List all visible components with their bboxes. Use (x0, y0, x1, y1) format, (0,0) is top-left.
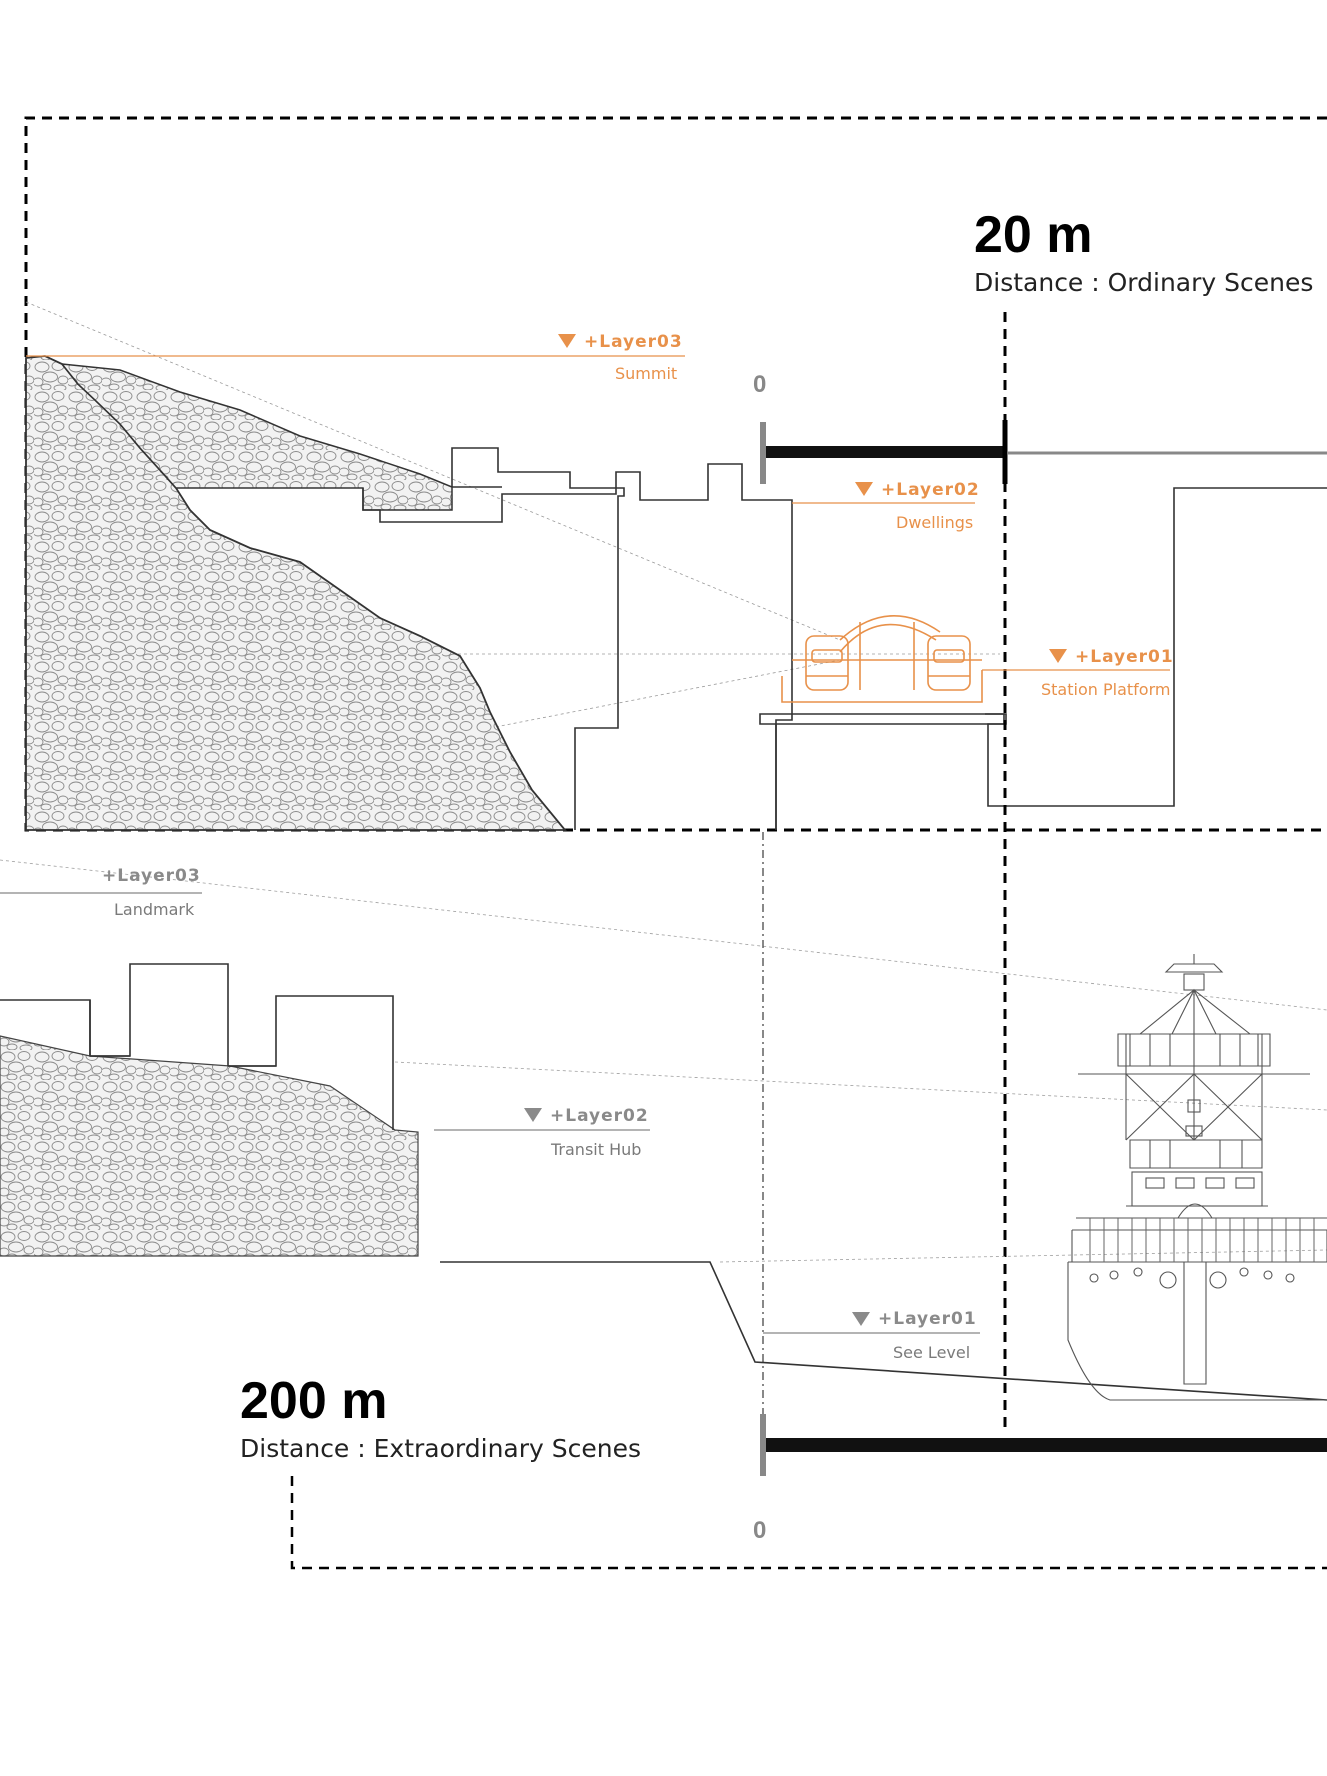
top-platform-slab (759, 713, 1007, 830)
top-building-a (451, 447, 625, 830)
svg-text:+Layer03: +Layer03 (102, 866, 201, 886)
svg-text:+Layer01: +Layer01 (878, 1309, 977, 1329)
bottom-frame (290, 1476, 1327, 1570)
svg-text:Summit: Summit (615, 364, 677, 383)
svg-text:+Layer03: +Layer03 (584, 332, 683, 352)
bottom-sight-lines (0, 859, 1327, 1263)
layer-marker-triangle-icon (852, 1312, 870, 1326)
layer-marker-triangle-icon (1049, 649, 1067, 663)
ship-illustration (1067, 954, 1327, 1401)
bottom-layer01-marker: +Layer01 See Level (763, 1309, 980, 1362)
svg-text:See Level: See Level (893, 1343, 970, 1362)
svg-text:+Layer01: +Layer01 (1075, 647, 1174, 667)
top-distance-value: 20 m (974, 206, 1093, 264)
svg-text:Landmark: Landmark (114, 900, 195, 919)
top-cliff-rock (25, 355, 567, 831)
top-layer02-marker: +Layer02 Dwellings (792, 480, 980, 532)
bottom-distance-caption: Distance : Extraordinary Scenes (240, 1434, 641, 1463)
bottom-panel: 0 200 m Distance : Extraordinary Scenes … (0, 832, 1327, 1570)
layer-marker-triangle-icon (524, 1108, 542, 1122)
top-dwellings-outline (362, 463, 793, 830)
bottom-landmass-rock (0, 1035, 419, 1257)
bottom-layer03-marker: +Layer03 Landmark (0, 866, 202, 919)
bottom-ground-line (440, 1261, 1327, 1401)
layer-marker-triangle-icon (558, 334, 576, 348)
bottom-layer02-marker: +Layer02 Transit Hub (434, 1106, 650, 1159)
svg-text:+Layer02: +Layer02 (881, 480, 980, 500)
bottom-scale-zero-label: 0 (753, 1517, 766, 1544)
layer-marker-triangle-icon (855, 482, 873, 496)
top-distance-caption: Distance : Ordinary Scenes (974, 268, 1313, 297)
top-scale-zero-label: 0 (753, 371, 766, 398)
svg-text:Transit Hub: Transit Hub (550, 1140, 641, 1159)
svg-text:Station Platform: Station Platform (1041, 680, 1170, 699)
svg-text:+Layer02: +Layer02 (550, 1106, 649, 1126)
top-layer01-marker: +Layer01 Station Platform (982, 647, 1174, 699)
bottom-landmark-bases (89, 1000, 276, 1067)
top-right-block (985, 487, 1327, 807)
station-trains (781, 615, 983, 703)
svg-text:Dwellings: Dwellings (896, 513, 973, 532)
top-layer03-marker: +Layer03 Summit (26, 332, 685, 383)
bottom-distance-value: 200 m (240, 1372, 387, 1430)
top-panel: 0 20 m Distance : Ordinary Scenes +Layer… (24, 116, 1327, 1430)
